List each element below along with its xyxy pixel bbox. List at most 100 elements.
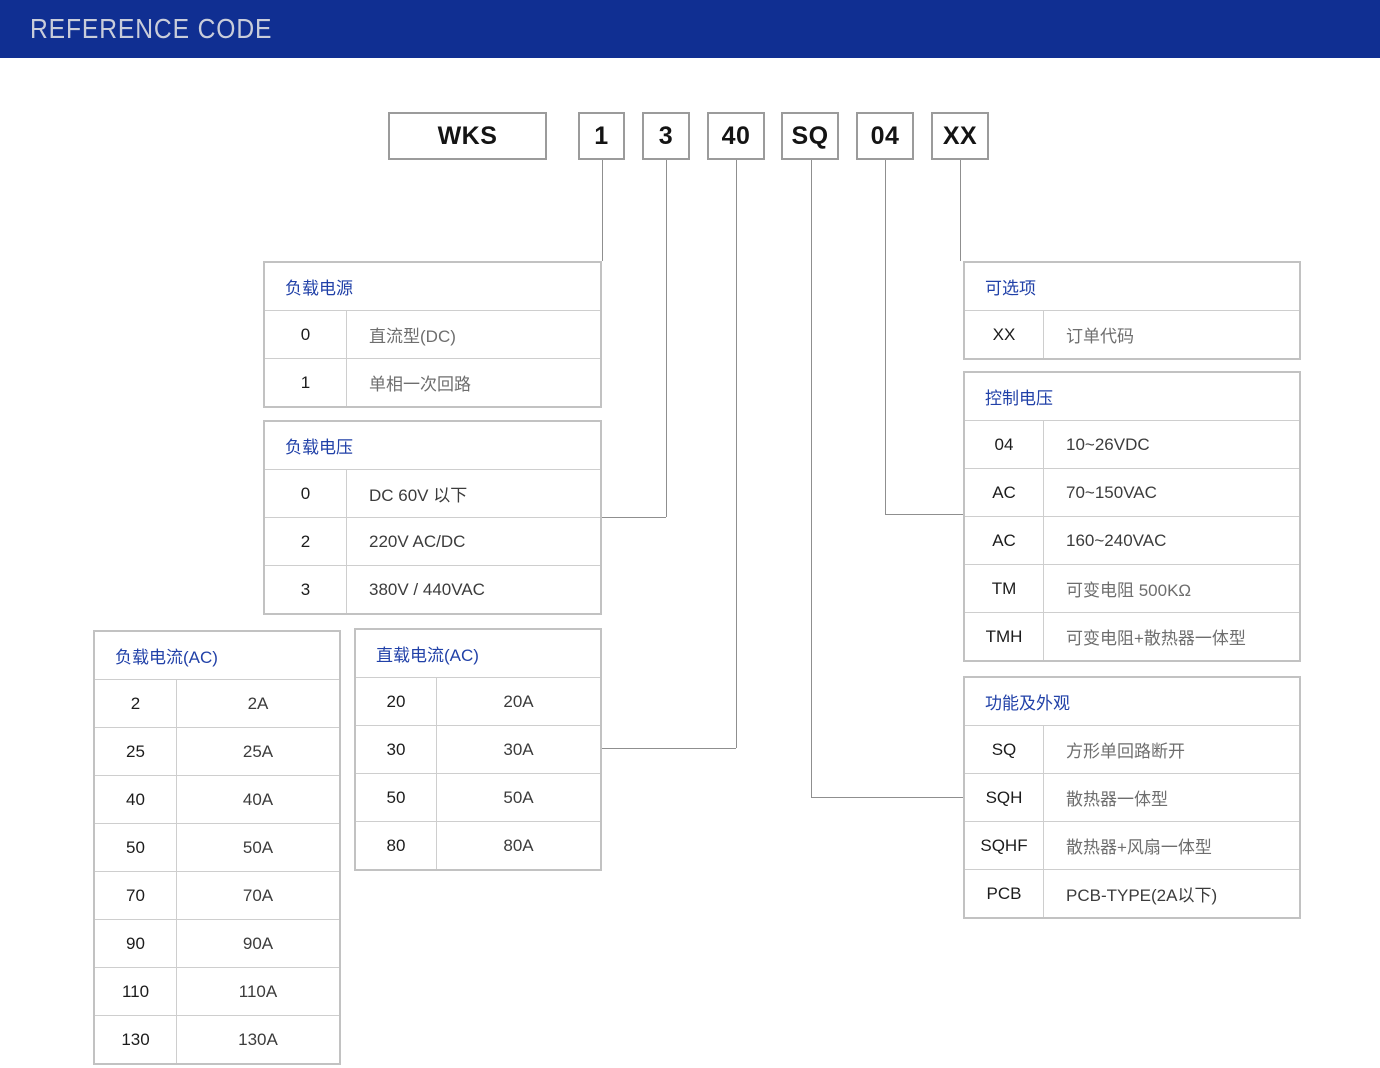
table-title: 负载电压 — [285, 438, 353, 457]
table-row: 110 110A — [95, 967, 339, 1015]
table-row: SQHF 散热器+风扇一体型 — [965, 821, 1299, 869]
desc-cell: 80A — [503, 835, 534, 855]
table-function-appearance: 功能及外观 SQ 方形单回路断开 SQH 散热器一体型 SQHF 散热器+风扇一… — [963, 676, 1301, 919]
code-cell: 130 — [95, 1016, 177, 1063]
code-cell: 2 — [265, 518, 347, 565]
code-cell: 3 — [265, 566, 347, 613]
code-cell: XX — [965, 311, 1044, 358]
code-cell: 40 — [95, 776, 177, 823]
table-title: 负载电流(AC) — [115, 648, 218, 667]
desc-cell: 90A — [242, 933, 274, 953]
code-cell: 2 — [95, 680, 177, 727]
connector-line-load-current — [736, 160, 737, 748]
code-cell: 20 — [356, 678, 437, 725]
code-cell: 110 — [95, 968, 177, 1015]
table-row: 50 50A — [356, 773, 600, 821]
code-cell: TM — [965, 565, 1044, 612]
table-row: 40 40A — [95, 775, 339, 823]
connector-line-load-current-h — [602, 748, 736, 749]
table-title: 负载电源 — [285, 279, 353, 298]
table-options: 可选项 XX 订单代码 — [963, 261, 1301, 360]
code-cell: 0 — [265, 311, 347, 358]
code-cell: PCB — [965, 870, 1044, 917]
code-cell: 0 — [265, 470, 347, 517]
code-cell: SQHF — [965, 822, 1044, 869]
table-row: PCB PCB-TYPE(2A以下) — [965, 869, 1299, 917]
connector-line-control-voltage — [885, 160, 886, 514]
code-cell: AC — [965, 517, 1044, 564]
desc-cell: 订单代码 — [1066, 327, 1134, 346]
table-row: TMH 可变电阻+散热器一体型 — [965, 612, 1299, 660]
code-box-model: WKS — [388, 112, 547, 160]
desc-cell: 30A — [503, 739, 534, 759]
table-row: 70 70A — [95, 871, 339, 919]
desc-cell: 方形单回路断开 — [1066, 742, 1185, 761]
desc-cell: 40A — [242, 789, 274, 809]
desc-cell: DC 60V 以下 — [369, 486, 468, 505]
table-row: 90 90A — [95, 919, 339, 967]
connector-line-load-voltage-h — [602, 517, 666, 518]
code-cell: 1 — [265, 359, 347, 406]
desc-cell: 380V / 440VAC — [369, 579, 485, 599]
desc-cell: 220V AC/DC — [369, 531, 466, 551]
table-row: 30 30A — [356, 725, 600, 773]
table-row: AC 70~150VAC — [965, 468, 1299, 516]
connector-line-function-h — [811, 797, 963, 798]
code-cell: 70 — [95, 872, 177, 919]
table-row: 2 2A — [95, 679, 339, 727]
table-row: 04 10~26VDC — [965, 420, 1299, 468]
code-box-function: SQ — [781, 112, 839, 160]
table-control-voltage: 控制电压 04 10~26VDC AC 70~150VAC AC 160~240… — [963, 371, 1301, 662]
code-cell: 04 — [965, 421, 1044, 468]
table-row: 3 380V / 440VAC — [265, 565, 600, 613]
desc-cell: 直流型(DC) — [369, 327, 456, 346]
code-cell: 90 — [95, 920, 177, 967]
page-title: REFERENCE CODE — [30, 13, 273, 44]
code-box-load-power: 1 — [578, 112, 625, 160]
table-title: 功能及外观 — [985, 694, 1070, 713]
code-cell: 50 — [356, 774, 437, 821]
desc-cell: 散热器一体型 — [1066, 790, 1168, 809]
desc-cell: 110A — [238, 981, 278, 1001]
code-cell: 50 — [95, 824, 177, 871]
connector-line-option — [960, 160, 961, 261]
table-direct-current-ac: 直载电流(AC) 20 20A 30 30A 50 50A 80 80A — [354, 628, 602, 871]
code-cell: 30 — [356, 726, 437, 773]
desc-cell: 10~26VDC — [1066, 434, 1150, 454]
desc-cell: 20A — [503, 691, 534, 711]
table-row: 0 直流型(DC) — [265, 310, 600, 358]
code-cell: SQ — [965, 726, 1044, 773]
code-box-load-voltage: 3 — [642, 112, 690, 160]
desc-cell: 可变电阻+散热器一体型 — [1066, 629, 1246, 648]
table-row: 80 80A — [356, 821, 600, 869]
desc-cell: 50A — [242, 837, 274, 857]
table-row: 1 单相一次回路 — [265, 358, 600, 406]
table-row: 2 220V AC/DC — [265, 517, 600, 565]
desc-cell: 25A — [242, 741, 274, 761]
code-box-control-voltage: 04 — [856, 112, 914, 160]
table-row: SQ 方形单回路断开 — [965, 725, 1299, 773]
code-box-option: XX — [931, 112, 989, 160]
code-cell: AC — [965, 469, 1044, 516]
table-title: 直载电流(AC) — [376, 646, 479, 665]
table-title: 可选项 — [985, 279, 1036, 298]
code-cell: 80 — [356, 822, 437, 869]
table-row: AC 160~240VAC — [965, 516, 1299, 564]
desc-cell: 70~150VAC — [1066, 482, 1157, 502]
code-cell: TMH — [965, 613, 1044, 660]
desc-cell: PCB-TYPE(2A以下) — [1066, 886, 1218, 905]
desc-cell: 可变电阻 500KΩ — [1066, 581, 1192, 600]
table-row: 25 25A — [95, 727, 339, 775]
table-title: 控制电压 — [985, 389, 1053, 408]
connector-line-load-voltage — [666, 160, 667, 517]
table-load-voltage: 负载电压 0 DC 60V 以下 2 220V AC/DC 3 380V / 4… — [263, 420, 602, 615]
code-cell: 25 — [95, 728, 177, 775]
table-row: 20 20A — [356, 677, 600, 725]
table-row: 50 50A — [95, 823, 339, 871]
desc-cell: 130A — [238, 1029, 278, 1049]
table-row: XX 订单代码 — [965, 310, 1299, 358]
desc-cell: 2A — [247, 693, 269, 713]
table-row: 130 130A — [95, 1015, 339, 1063]
connector-line-function — [811, 160, 812, 797]
connector-line-control-voltage-h — [885, 514, 963, 515]
